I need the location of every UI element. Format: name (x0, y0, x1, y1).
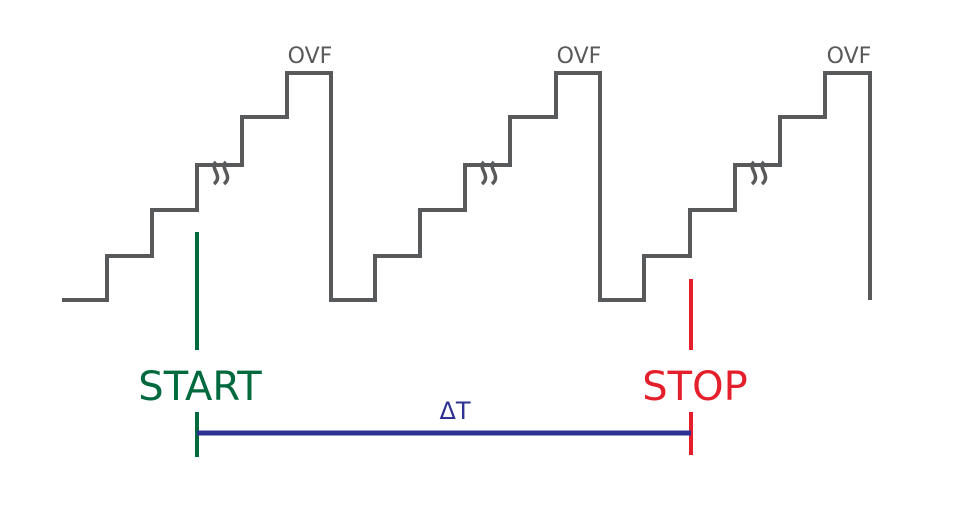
delta-t-label: ΔT (439, 397, 470, 425)
start-label: START (138, 364, 262, 410)
stop-label: STOP (642, 364, 747, 410)
break-mark-2 (480, 160, 498, 186)
ovf-label-3: OVF (827, 44, 872, 69)
ovf-label-1: OVF (288, 44, 333, 69)
break-mark-1 (212, 160, 230, 186)
break-mark-3 (750, 160, 768, 186)
counter-staircase-waveform (62, 71, 872, 302)
ovf-label-2: OVF (557, 44, 602, 69)
